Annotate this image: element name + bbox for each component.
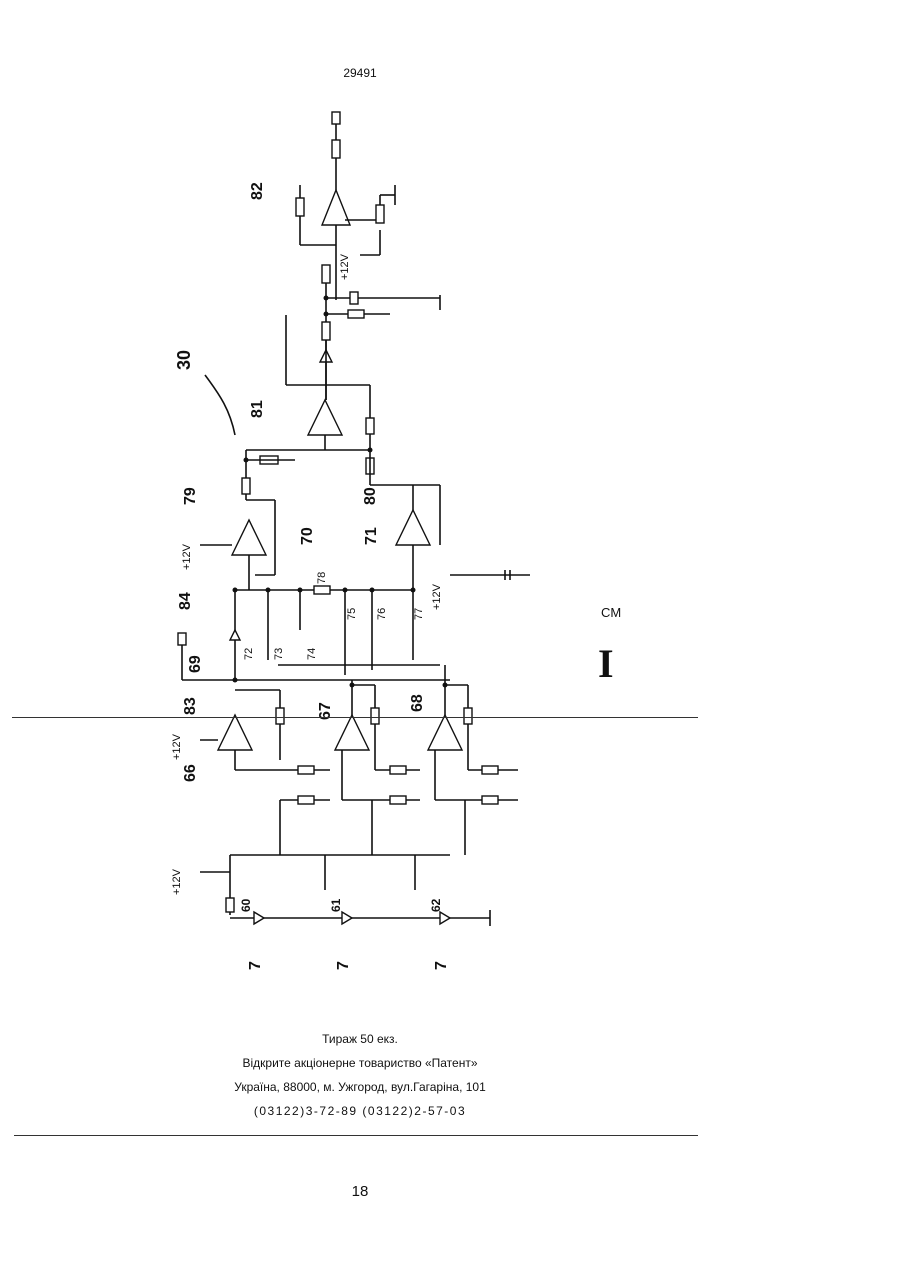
circuit-diagram: 30 82 81 79 80 84 69 83 70 71 66 67 68 6… — [150, 100, 550, 980]
label-71: 71 — [363, 527, 380, 545]
publisher-footer: Тираж 50 екз. Відкрите акціонерне товари… — [0, 1027, 720, 1123]
footer-circulation: Тираж 50 екз. — [0, 1027, 720, 1051]
label-80: 80 — [362, 487, 379, 505]
opamp-80 — [396, 485, 530, 590]
opamp-67 — [335, 680, 420, 855]
label-75: 75 — [346, 608, 358, 620]
label-74: 74 — [306, 648, 318, 660]
label-68: 68 — [409, 694, 426, 712]
label-66: 66 — [182, 764, 199, 782]
label-79: 79 — [182, 487, 199, 505]
label-83: 83 — [182, 697, 199, 715]
bus-70-71 — [178, 586, 450, 680]
divider-mid — [12, 717, 698, 718]
label-72: 72 — [243, 648, 255, 660]
label-61: 61 — [329, 898, 343, 912]
label-12v-66: +12V — [171, 733, 183, 760]
label-12v-79: +12V — [181, 543, 193, 570]
label-73: 73 — [273, 648, 285, 660]
opamp-79 — [200, 450, 295, 590]
label-12v-80: +12V — [431, 583, 443, 610]
side-mark-roman: I — [598, 640, 614, 687]
label-78: 78 — [316, 572, 328, 584]
opamp-82 — [296, 185, 395, 300]
label-70: 70 — [299, 527, 316, 545]
label-82: 82 — [249, 182, 266, 200]
label-7-c: 7 — [433, 961, 450, 970]
side-mark-cm: CM — [601, 605, 621, 620]
page-number-top: 29491 — [0, 66, 720, 80]
footer-address: Україна, 88000, м. Ужгород, вул.Гагаріна… — [0, 1075, 720, 1099]
label-60: 60 — [239, 898, 253, 912]
footer-publisher: Відкрите акціонерне товариство «Патент» — [0, 1051, 720, 1075]
label-12v-82: +12V — [339, 253, 351, 280]
label-62: 62 — [429, 898, 443, 912]
arrow-30 — [205, 375, 235, 435]
opamp-66 — [200, 678, 330, 856]
label-81: 81 — [249, 400, 266, 418]
opamp-68 — [428, 665, 518, 855]
label-30: 30 — [174, 350, 194, 370]
label-7-a: 7 — [247, 961, 264, 970]
output-line — [332, 112, 340, 190]
label-77: 77 — [413, 608, 425, 620]
chain-81-82 — [286, 265, 440, 400]
label-12v-supply: +12V — [171, 868, 183, 895]
label-69: 69 — [187, 655, 204, 673]
label-84: 84 — [177, 592, 194, 610]
footer-phones: (03122)3-72-89 (03122)2-57-03 — [0, 1099, 720, 1123]
label-7-b: 7 — [335, 961, 352, 970]
divider-bottom — [14, 1135, 698, 1136]
label-76: 76 — [376, 608, 388, 620]
sensor-row — [200, 855, 490, 926]
page-number-bottom: 18 — [0, 1183, 720, 1200]
